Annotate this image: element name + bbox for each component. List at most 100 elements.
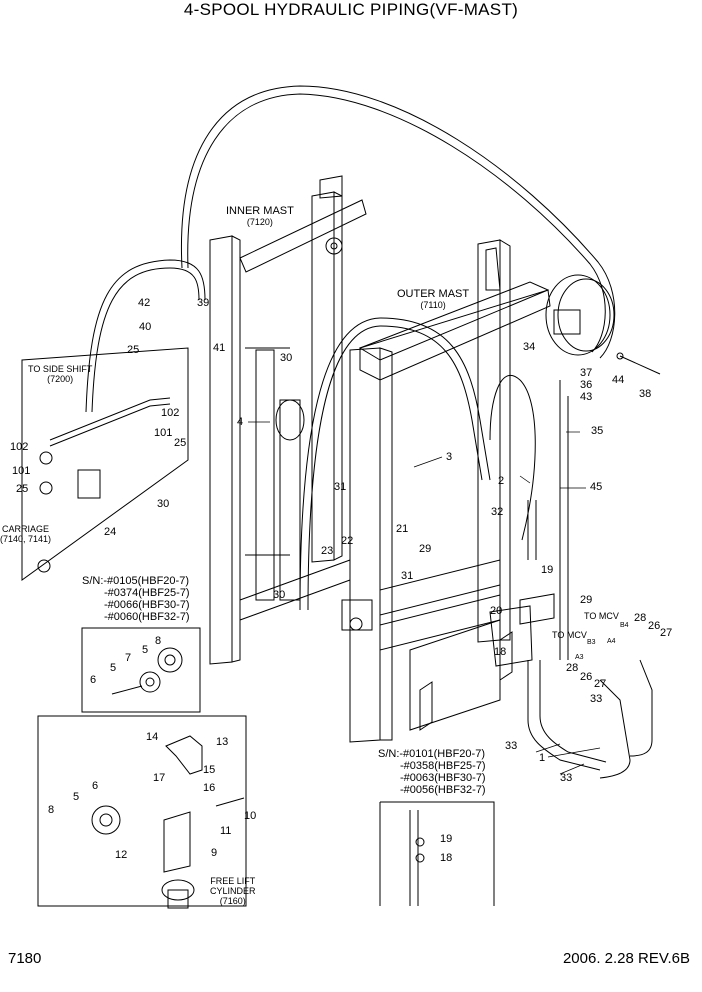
callout-33c: 33	[560, 772, 573, 784]
inset1-callout-7: 7	[125, 652, 132, 664]
callout-3: 3	[446, 451, 453, 463]
callout-102b: 102	[10, 441, 29, 453]
callout-36: 36	[580, 379, 593, 391]
lift-cylinder	[245, 347, 305, 601]
outer-mast-label: OUTER MAST (7110)	[397, 288, 470, 310]
port-a3-label: A3	[575, 654, 584, 661]
callout-28b: 28	[566, 662, 579, 674]
callout-30c: 30	[273, 589, 286, 601]
inset2-callout-11: 11	[220, 825, 232, 837]
callout-26b: 26	[580, 671, 593, 683]
free-lift-cylinder-label: FREE LIFT CYLINDER (7160)	[210, 876, 256, 906]
callout-2: 2	[498, 475, 505, 487]
callout-42: 42	[138, 297, 151, 309]
callout-101a: 101	[154, 427, 173, 439]
center-hose-loop-2	[307, 325, 483, 611]
port-b4-label: B4	[620, 622, 629, 629]
callout-1: 1	[539, 752, 546, 764]
page-number: 7180	[8, 950, 42, 967]
carriage-plate	[21, 347, 189, 581]
callout-102a: 102	[161, 407, 180, 419]
inset3-callout-18: 18	[440, 852, 453, 864]
callout-25a: 25	[127, 344, 140, 356]
callout-35: 35	[591, 425, 604, 437]
carriage-label: CARRIAGE (7140, 7141)	[0, 524, 52, 544]
inset1-callout-6: 6	[90, 674, 97, 686]
callout-22: 22	[341, 535, 354, 547]
serial-note-2: S/N:-#0101(HBF20-7) -#0358(HBF25-7) -#00…	[378, 748, 486, 796]
inset2-callout-8: 8	[48, 804, 55, 816]
inset2-callout-13: 13	[216, 736, 229, 748]
inset2-callout-14: 14	[146, 731, 159, 743]
callout-44: 44	[612, 374, 625, 386]
center-hose-loop	[299, 317, 491, 611]
inset2-callout-5: 5	[73, 791, 80, 803]
inner-mast	[209, 175, 367, 665]
callout-21: 21	[396, 523, 409, 535]
inset1-callout-5b: 5	[110, 662, 117, 674]
callout-20: 20	[490, 605, 503, 617]
callout-101b: 101	[12, 465, 31, 477]
inset1-callout-8: 8	[155, 635, 162, 647]
to-mcv-label-2: TO MCV	[552, 630, 587, 640]
callout-33a: 33	[590, 693, 603, 705]
callout-25c: 25	[16, 483, 29, 495]
callout-34: 34	[523, 341, 536, 353]
inset2-callout-10: 10	[244, 810, 257, 822]
leader-lines	[248, 421, 601, 775]
callout-19a: 19	[541, 564, 554, 576]
callout-30a: 30	[280, 352, 293, 364]
callout-25b: 25	[174, 437, 187, 449]
callout-45: 45	[590, 481, 603, 493]
carriage-hose-loop-2	[91, 267, 200, 413]
callout-27b: 27	[594, 678, 607, 690]
callout-39: 39	[197, 297, 210, 309]
inset-box-rollers	[81, 627, 201, 713]
right-hose-loop	[489, 374, 536, 541]
inset2-callout-12: 12	[115, 849, 128, 861]
callout-29a: 29	[419, 543, 432, 555]
to-mcv-label-1: TO MCV	[584, 611, 619, 621]
inset-box-bottom	[380, 801, 495, 906]
page-title: 4-SPOOL HYDRAULIC PIPING(VF-MAST)	[183, 0, 519, 19]
callout-38: 38	[639, 388, 652, 400]
callout-32: 32	[491, 506, 504, 518]
to-side-shift-label: TO SIDE SHIFT (7200)	[28, 364, 93, 384]
callout-40: 40	[139, 321, 152, 333]
callout-27a: 27	[660, 627, 673, 639]
inset2-callout-6: 6	[92, 780, 99, 792]
callout-31b: 31	[401, 570, 414, 582]
callout-23: 23	[321, 545, 334, 557]
port-b3-label: B3	[587, 639, 596, 646]
callout-43: 43	[580, 391, 593, 403]
callout-18a: 18	[494, 646, 507, 658]
callout-30b: 30	[157, 498, 170, 510]
inset-box-free-lift	[37, 715, 247, 907]
right-pipes	[489, 380, 653, 779]
top-hose-loop	[180, 85, 616, 359]
outer-mast	[341, 239, 551, 743]
inset2-callout-17: 17	[153, 772, 166, 784]
inset2-callout-9: 9	[211, 847, 218, 859]
port-a4-label: A4	[607, 638, 616, 645]
callout-29b: 29	[580, 594, 593, 606]
carriage-hose-loop	[85, 259, 206, 413]
callout-28a: 28	[634, 612, 647, 624]
inner-mast-label: INNER MAST (7120)	[226, 205, 294, 227]
callout-31a: 31	[334, 481, 347, 493]
callout-33b: 33	[505, 740, 518, 752]
inset2-callout-16: 16	[203, 782, 216, 794]
revision-date: 2006. 2.28 REV.6B	[562, 950, 690, 967]
inset1-callout-5a: 5	[142, 644, 149, 656]
callout-24: 24	[104, 526, 117, 538]
callout-4: 4	[237, 416, 244, 428]
inset3-callout-19: 19	[440, 833, 453, 845]
callout-26a: 26	[648, 620, 661, 632]
top-hose-loop-inner	[187, 93, 606, 353]
inset2-callout-15: 15	[203, 764, 216, 776]
callout-41: 41	[213, 342, 226, 354]
serial-note-1: S/N:-#0105(HBF20-7) -#0374(HBF25-7) -#00…	[82, 575, 190, 623]
callout-37: 37	[580, 367, 593, 379]
